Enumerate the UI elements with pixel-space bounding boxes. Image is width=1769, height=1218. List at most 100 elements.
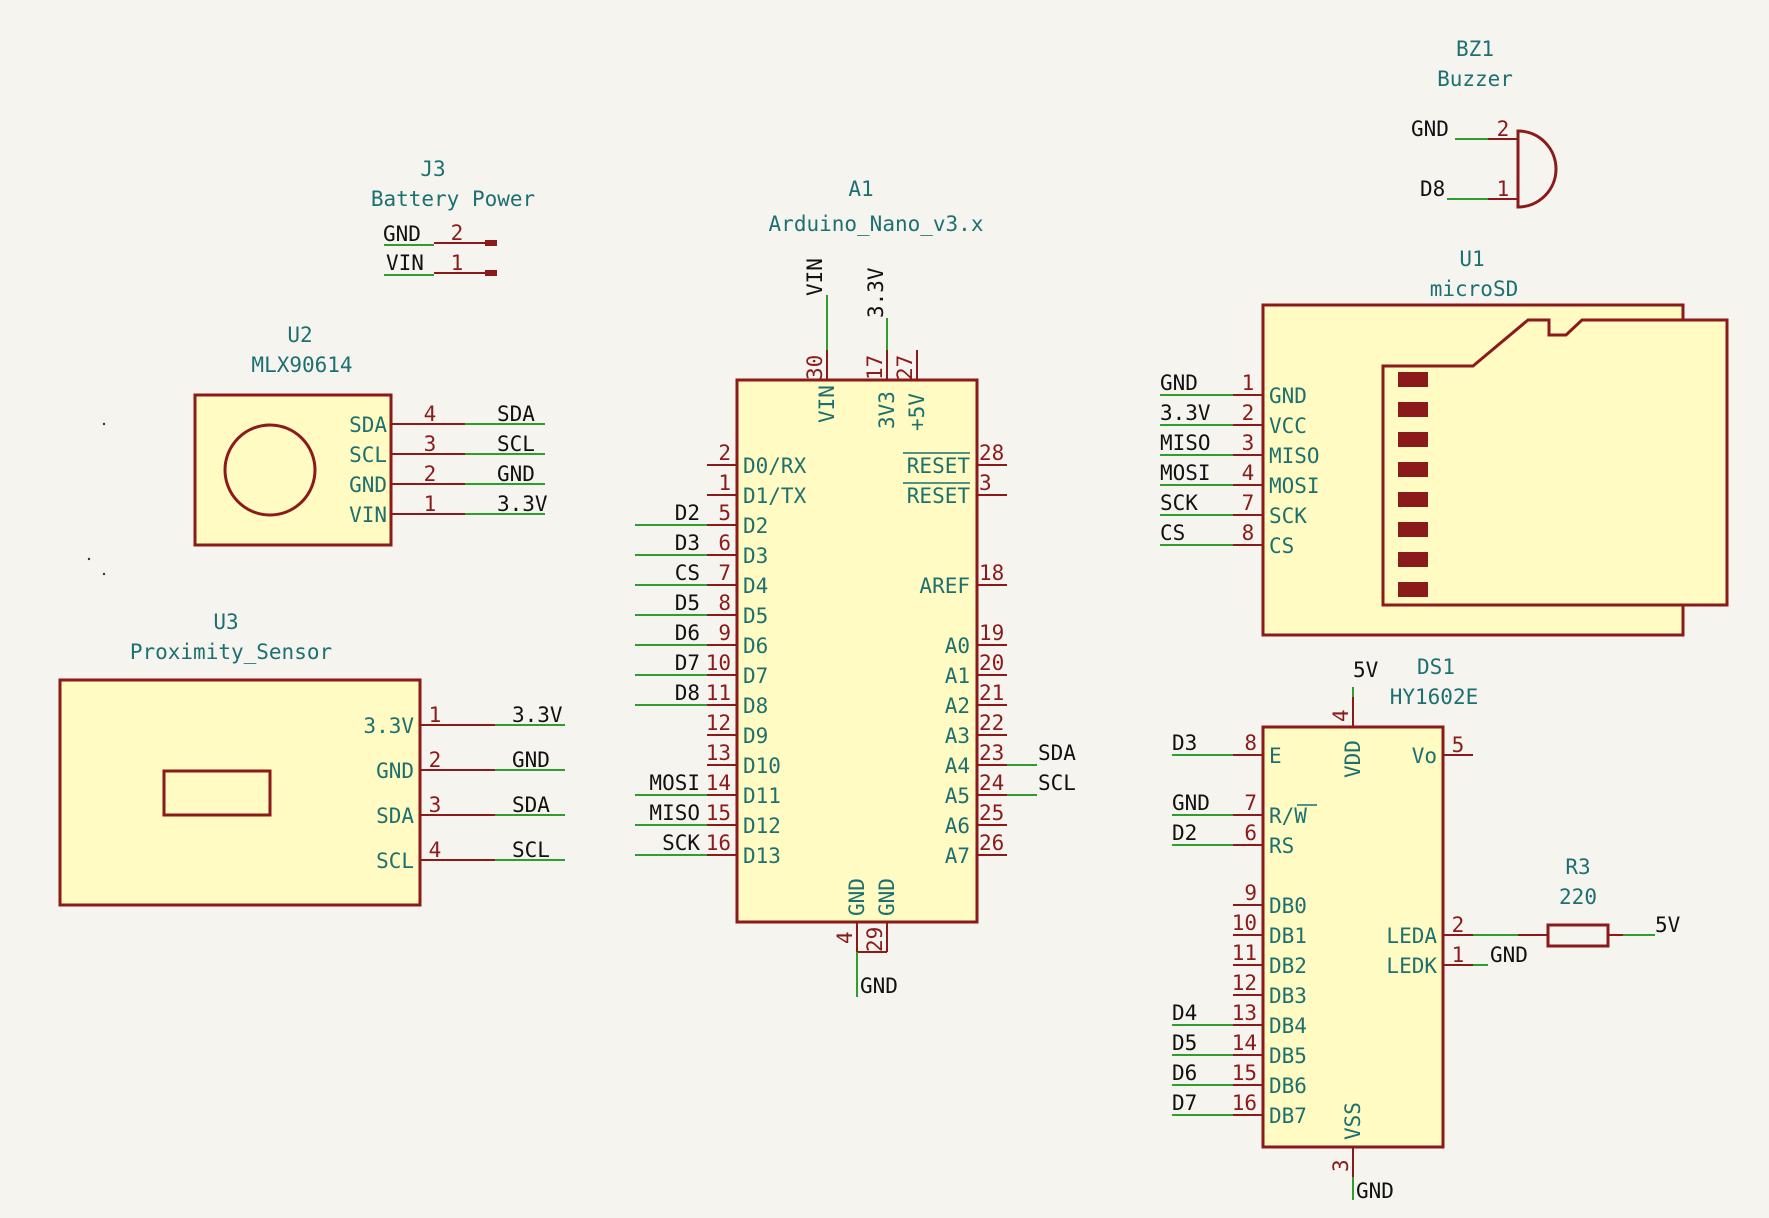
r3-ref: R3 [1565, 855, 1590, 879]
net-label: SCK [1160, 491, 1198, 515]
pin-name: 3.3V [363, 714, 414, 738]
pin-num: 11 [706, 681, 731, 705]
pin-num: 12 [1232, 971, 1257, 995]
pin-num: 8 [1242, 521, 1255, 545]
sd-contact [1398, 522, 1428, 537]
pin-name: SDA [349, 413, 387, 437]
pin-num: 16 [1232, 1091, 1257, 1115]
sd-contact [1398, 372, 1428, 387]
pin-name: MOSI [1269, 474, 1320, 498]
bz1-buzzer[interactable]: BZ1 Buzzer 2 1 GND D8 [1411, 37, 1558, 209]
pin-num: 1 [429, 703, 442, 727]
pin-num: 17 [863, 355, 887, 380]
net-label: SDA [497, 402, 535, 426]
u3-proximity-sensor[interactable]: U3 Proximity_Sensor 3.3V GND SDA SCL 1 2… [58, 610, 565, 907]
pin-num: 4 [424, 402, 437, 426]
pin-name: A4 [945, 754, 970, 778]
pin-num: 13 [706, 741, 731, 765]
pin-name: RESET [907, 454, 971, 478]
j3-connector[interactable]: J3 Battery Power 2 1 GND VIN [371, 157, 535, 276]
pin-num: 7 [718, 561, 731, 585]
net-label: D2 [675, 501, 700, 525]
pin-name: D9 [743, 724, 768, 748]
pin-num: 2 [424, 462, 437, 486]
net-label: GND [860, 974, 898, 998]
pin-name: A1 [945, 664, 970, 688]
pin-num: 27 [893, 355, 917, 380]
net-label: D4 [1172, 1001, 1197, 1025]
net-label: 3.3V [864, 267, 888, 318]
pin-num: 30 [803, 355, 827, 380]
pin-name: MISO [1269, 444, 1320, 468]
pin-name: SCL [349, 443, 387, 467]
pin-name: LEDA [1386, 924, 1437, 948]
net-label: D5 [675, 591, 700, 615]
pin-name: DB4 [1269, 1014, 1307, 1038]
net-label: D7 [1172, 1091, 1197, 1115]
net-label: GND [1490, 943, 1528, 967]
net-label: D3 [675, 531, 700, 555]
pin-num: 15 [706, 801, 731, 825]
net-label: SCL [512, 838, 550, 862]
pin-name: D4 [743, 574, 768, 598]
sd-contact [1398, 492, 1428, 507]
pin-name: GND [1269, 384, 1307, 408]
pin-num: 9 [1244, 881, 1257, 905]
pin-name: SCK [1269, 504, 1307, 528]
pin-name: D13 [743, 844, 781, 868]
pin-name: GND [845, 878, 869, 916]
pin-num: 4 [833, 931, 857, 944]
pin-name: DB0 [1269, 894, 1307, 918]
u1-value: microSD [1430, 277, 1519, 301]
pin-num: 5 [718, 501, 731, 525]
ds1-lcd[interactable]: DS1 HY1602E 4 VDD 5V 3 VSS GND Vo 5 LEDA… [1172, 655, 1548, 1203]
pin-name: CS [1269, 534, 1294, 558]
j3-value: Battery Power [371, 187, 535, 211]
sd-contacts [1398, 372, 1428, 597]
u2-mlx90614[interactable]: U2 MLX90614 SDA SCL GND VIN 4 3 2 1 SDA … [193, 323, 548, 547]
pin-num: 20 [979, 651, 1004, 675]
pin-num: 2 [1497, 117, 1510, 141]
ds1-ref: DS1 [1417, 655, 1455, 679]
pin-name: SDA [376, 804, 414, 828]
pin-name: A3 [945, 724, 970, 748]
pin-name: A0 [945, 634, 970, 658]
pin-name: DB3 [1269, 984, 1307, 1008]
j3-pin-num: 2 [451, 221, 464, 245]
pin-num: 3 [1329, 1159, 1353, 1172]
pin-name: DB1 [1269, 924, 1307, 948]
net-label: D5 [1172, 1031, 1197, 1055]
pin-name: LEDK [1386, 954, 1437, 978]
pin-name: D10 [743, 754, 781, 778]
pin-name: D1/TX [743, 484, 807, 508]
pin-name: +5V [905, 393, 929, 431]
pin-num: 3 [429, 793, 442, 817]
pin-name: AREF [919, 574, 970, 598]
pin-name: SCL [376, 849, 414, 873]
pin-name: D6 [743, 634, 768, 658]
net-label: CS [1160, 521, 1185, 545]
net-label: SCL [1038, 771, 1076, 795]
pin-name: D7 [743, 664, 768, 688]
pin-name: VIN [349, 503, 387, 527]
pin-num: 10 [1232, 911, 1257, 935]
net-label: GND [1411, 117, 1449, 141]
pin-num: 14 [706, 771, 731, 795]
pin-num: 2 [1242, 401, 1255, 425]
pin-num: 14 [1232, 1031, 1257, 1055]
pin-num: 1 [1452, 943, 1465, 967]
pin-num: 11 [1232, 941, 1257, 965]
a1-pins: 2D0/RX1D1/TX5D2D26D3D37D4CS8D5D59D6D610D… [635, 441, 1076, 868]
r3-resistor[interactable]: R3 220 5V [1518, 855, 1681, 948]
pin-num: 1 [718, 471, 731, 495]
pin-num: 6 [718, 531, 731, 555]
r3-value: 220 [1559, 885, 1597, 909]
pin-num: 28 [979, 441, 1004, 465]
a1-arduino-nano[interactable]: A1 Arduino_Nano_v3.x 2D0/RX1D1/TX5D2D26D… [635, 177, 1076, 998]
net-label: 5V [1353, 658, 1379, 682]
u2-ref: U2 [287, 323, 312, 347]
u1-microsd[interactable]: U1 microSD 1GNDGND2VCC3.3V3MISOMISO4MOSI… [1160, 247, 1729, 637]
pin-name: A6 [945, 814, 970, 838]
pin-name: DB6 [1269, 1074, 1307, 1098]
pin-name: VCC [1269, 414, 1307, 438]
